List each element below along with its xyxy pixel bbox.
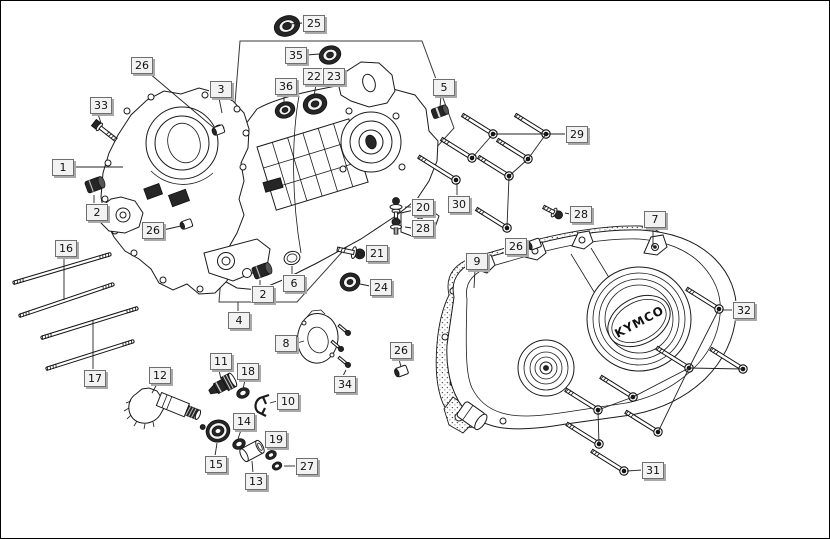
bolt [599, 374, 638, 402]
callout-22[interactable]: 22 [303, 68, 325, 85]
kymco-logo-oval: KYMCO [607, 294, 671, 348]
plug-26a [211, 124, 226, 136]
flange-bolt-28b [542, 204, 563, 220]
bearing-36 [274, 101, 296, 119]
callout-27[interactable]: 27 [296, 458, 318, 475]
screw-washer-20 [389, 197, 403, 219]
callout-26[interactable]: 26 [390, 342, 412, 359]
callout-19[interactable]: 19 [265, 431, 287, 448]
pinion-11 [208, 372, 238, 395]
callout-26[interactable]: 26 [142, 222, 164, 239]
callout-28[interactable]: 28 [412, 220, 434, 237]
dowel-2a [84, 176, 106, 194]
dowel-2b [251, 262, 273, 280]
screws-34 [330, 323, 351, 368]
stud [40, 306, 139, 340]
flange-bolt-21 [336, 246, 366, 260]
crankcase-studs-16-17 [12, 252, 139, 371]
clip-10 [254, 393, 270, 417]
callout-18[interactable]: 18 [237, 363, 259, 380]
washer-14 [232, 438, 246, 450]
bolt [476, 154, 514, 181]
left-crankcase-half [98, 87, 271, 295]
callout-17[interactable]: 17 [84, 370, 106, 387]
callout-9[interactable]: 9 [466, 253, 488, 270]
bolt [513, 112, 551, 139]
callout-26[interactable]: 26 [505, 238, 527, 255]
callout-25[interactable]: 25 [303, 15, 325, 32]
bolt [460, 112, 498, 139]
stud [18, 282, 115, 318]
bolt [655, 345, 694, 373]
callout-20[interactable]: 20 [412, 199, 434, 216]
bolt [495, 137, 533, 164]
cap-6 [283, 250, 301, 266]
callout-34[interactable]: 34 [334, 376, 356, 393]
dowel-5 [430, 104, 449, 119]
seal-24 [339, 272, 361, 292]
callout-8[interactable]: 8 [275, 335, 297, 352]
callout-35[interactable]: 35 [285, 47, 307, 64]
bearing-22-23 [302, 93, 328, 115]
callout-24[interactable]: 24 [370, 279, 392, 296]
callout-3[interactable]: 3 [210, 81, 232, 98]
callout-11[interactable]: 11 [210, 353, 232, 370]
bearing-15 [199, 419, 231, 443]
bushing-13 [239, 439, 265, 463]
bolt [564, 387, 603, 415]
callout-1[interactable]: 1 [52, 159, 74, 176]
bearing-25 [273, 15, 301, 37]
callout-12[interactable]: 12 [149, 367, 171, 384]
flange-bolt-28a [390, 217, 402, 235]
callout-2[interactable]: 2 [86, 204, 108, 221]
cover-bolts [417, 112, 748, 476]
clutch-cover: KYMCO [446, 229, 737, 431]
callout-10[interactable]: 10 [277, 393, 299, 410]
stud [45, 339, 135, 371]
bearing-35 [318, 45, 342, 65]
bolt [474, 206, 512, 233]
callout-23[interactable]: 23 [323, 68, 345, 85]
bolt [439, 136, 477, 163]
callout-4[interactable]: 4 [228, 312, 250, 329]
bolt [709, 346, 748, 374]
callout-26[interactable]: 26 [131, 57, 153, 74]
callout-32[interactable]: 32 [733, 302, 755, 319]
callout-29[interactable]: 29 [566, 126, 588, 143]
callout-5[interactable]: 5 [433, 79, 455, 96]
kickstart-spindle-12 [123, 387, 202, 430]
washer-27 [271, 461, 283, 471]
bolt [417, 154, 461, 185]
stud [12, 252, 112, 285]
callout-33[interactable]: 33 [90, 97, 112, 114]
bolt [590, 448, 629, 476]
washer-18 [236, 387, 250, 399]
plug-26c [527, 237, 542, 251]
callout-28[interactable]: 28 [570, 206, 592, 223]
callout-7[interactable]: 7 [644, 211, 666, 228]
leader-lines [63, 22, 733, 474]
bracket-8 [297, 309, 339, 364]
callout-2[interactable]: 2 [252, 286, 274, 303]
callout-36[interactable]: 36 [275, 78, 297, 95]
washer-19 [265, 450, 277, 460]
bolt [685, 286, 724, 314]
callout-6[interactable]: 6 [283, 275, 305, 292]
callout-30[interactable]: 30 [448, 196, 470, 213]
callout-21[interactable]: 21 [366, 245, 388, 262]
connector-lines [471, 133, 744, 445]
callout-15[interactable]: 15 [205, 456, 227, 473]
plug-26d [394, 364, 409, 378]
callout-16[interactable]: 16 [55, 240, 77, 257]
callout-13[interactable]: 13 [245, 473, 267, 490]
callout-14[interactable]: 14 [233, 413, 255, 430]
bolt-33 [90, 118, 118, 142]
callout-31[interactable]: 31 [642, 462, 664, 479]
